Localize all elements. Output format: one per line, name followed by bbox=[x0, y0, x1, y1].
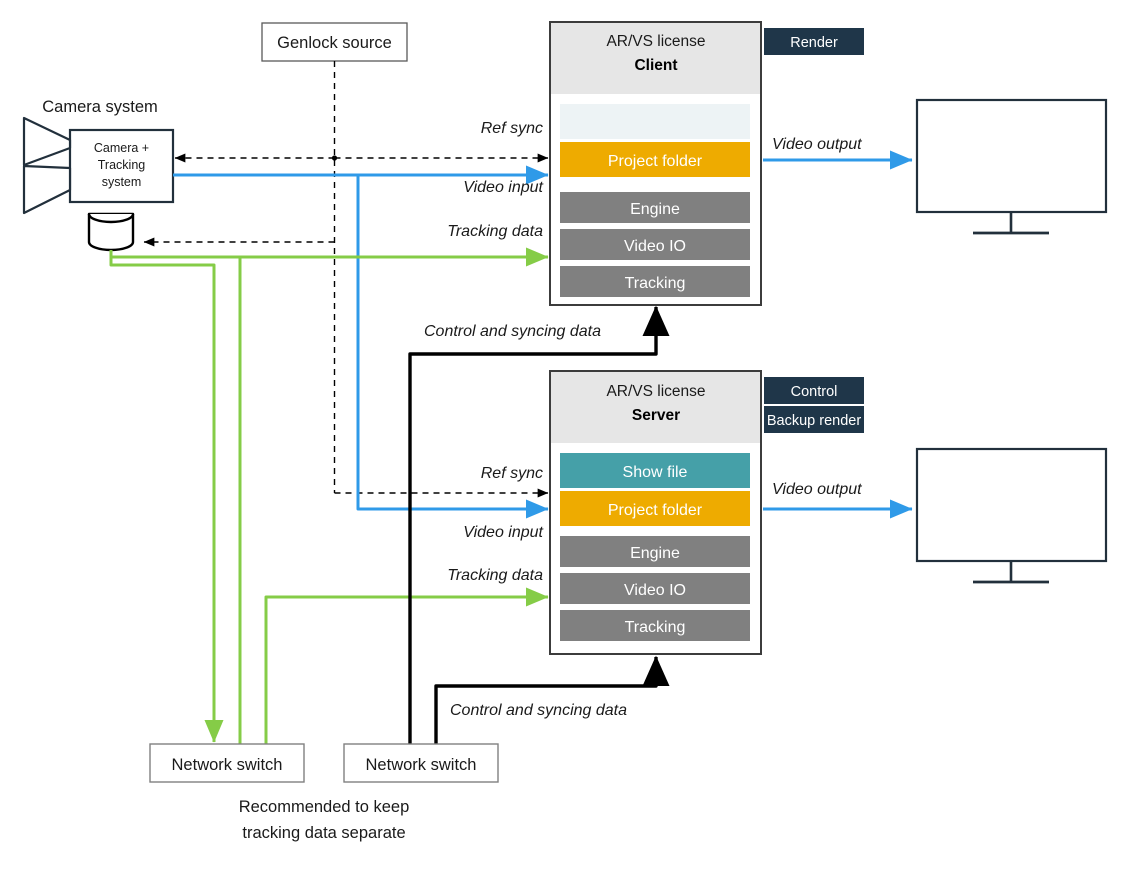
client-row-label-2: Engine bbox=[630, 201, 680, 218]
client-role-label: Client bbox=[634, 57, 677, 74]
client-badge-render[interactable]: Render bbox=[764, 28, 864, 55]
server-badge-backup-render[interactable]: Backup render bbox=[764, 406, 864, 433]
server-row-engine[interactable]: Engine bbox=[560, 536, 750, 567]
label-ref-sync-bottom: Ref sync bbox=[481, 465, 543, 482]
network-switch-right-node[interactable]: Network switch bbox=[343, 743, 499, 783]
tracking-puck-icon bbox=[87, 212, 135, 252]
server-node[interactable]: AR/VS license Server Show file Project f… bbox=[549, 370, 762, 655]
label-control-sync-bottom: Control and syncing data bbox=[450, 702, 627, 719]
network-switch-left-node[interactable]: Network switch bbox=[149, 743, 305, 783]
client-row-label-4: Tracking bbox=[625, 275, 686, 292]
client-row-label-1: Project folder bbox=[608, 153, 703, 170]
control-sync-client-connector bbox=[408, 305, 670, 745]
server-row-label-2: Engine bbox=[630, 545, 680, 562]
tracking-data-client-connector bbox=[109, 247, 549, 267]
client-badge-label-0: Render bbox=[790, 35, 838, 51]
camera-box-label-line1: Camera + bbox=[94, 141, 149, 155]
client-row-tracking[interactable]: Tracking bbox=[560, 266, 750, 297]
label-control-sync-top: Control and syncing data bbox=[424, 323, 601, 340]
server-badge-label-1: Backup render bbox=[767, 413, 861, 429]
server-row-label-4: Tracking bbox=[625, 619, 686, 636]
genlock-source-node: Genlock source bbox=[261, 22, 408, 62]
network-switch-left-label: Network switch bbox=[172, 756, 283, 774]
server-row-show-file[interactable]: Show file bbox=[560, 453, 750, 488]
server-row-label-0: Show file bbox=[623, 464, 688, 481]
server-badge-label-0: Control bbox=[791, 384, 838, 400]
client-license-label: AR/VS license bbox=[606, 33, 705, 50]
control-sync-server-connector bbox=[434, 655, 670, 745]
video-input-server-connector bbox=[356, 175, 549, 519]
camera-system-label: Camera system bbox=[42, 98, 158, 116]
client-row-video-io[interactable]: Video IO bbox=[560, 229, 750, 260]
label-video-output-top: Video output bbox=[772, 136, 862, 153]
footnote-line2: tracking data separate bbox=[242, 824, 405, 842]
server-row-tracking[interactable]: Tracking bbox=[560, 610, 750, 641]
genlock-dashed-trunk bbox=[331, 61, 338, 493]
camera-box-label-line3: system bbox=[102, 175, 142, 189]
server-row-video-io[interactable]: Video IO bbox=[560, 573, 750, 604]
server-role-label: Server bbox=[632, 407, 680, 424]
label-video-input-bottom: Video input bbox=[463, 524, 543, 541]
server-license-label: AR/VS license bbox=[606, 383, 705, 400]
label-tracking-data-top: Tracking data bbox=[447, 223, 543, 240]
tracking-data-server-connector bbox=[264, 587, 549, 745]
label-ref-sync-top: Ref sync bbox=[481, 120, 543, 137]
camera-system-group: Camera system Camera + Tracking system bbox=[22, 98, 175, 252]
camera-box-label-line2: Tracking bbox=[98, 158, 146, 172]
tracking-data-switch-connector bbox=[109, 257, 224, 743]
client-row-label-3: Video IO bbox=[624, 238, 686, 255]
label-video-input-top: Video input bbox=[463, 179, 543, 196]
client-row-project-folder[interactable]: Project folder bbox=[560, 142, 750, 177]
server-badge-control[interactable]: Control bbox=[764, 377, 864, 404]
footnote-line1: Recommended to keep bbox=[239, 798, 410, 816]
server-row-label-1: Project folder bbox=[608, 502, 703, 519]
footnote: Recommended to keep tracking data separa… bbox=[239, 798, 410, 842]
label-video-output-bottom: Video output bbox=[772, 481, 862, 498]
server-row-project-folder[interactable]: Project folder bbox=[560, 491, 750, 526]
client-node[interactable]: AR/VS license Client Project folder Engi… bbox=[549, 21, 762, 306]
label-tracking-data-bottom: Tracking data bbox=[447, 567, 543, 584]
client-row-engine[interactable]: Engine bbox=[560, 192, 750, 223]
server-row-label-3: Video IO bbox=[624, 582, 686, 599]
genlock-source-label: Genlock source bbox=[277, 34, 392, 52]
client-row-showfile-placeholder[interactable] bbox=[560, 104, 750, 139]
monitor-client bbox=[915, 98, 1108, 235]
network-switch-right-label: Network switch bbox=[366, 756, 477, 774]
monitor-server bbox=[915, 447, 1108, 584]
